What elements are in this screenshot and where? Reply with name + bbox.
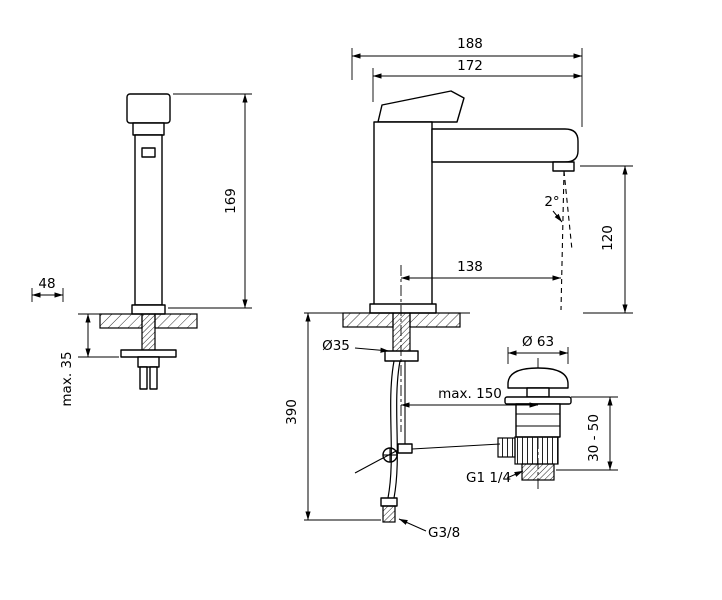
counter-section-side-right (409, 312, 461, 328)
waste-cap (507, 367, 569, 389)
front-base (131, 304, 166, 315)
water-stream-line (560, 170, 565, 311)
counter-section-side-left (342, 312, 394, 328)
dim-label-g38: G3/8 (428, 525, 460, 541)
dim-label-48: 48 (38, 276, 55, 292)
front-threaded-shank (141, 313, 156, 353)
side-base (369, 303, 437, 314)
side-lever (377, 90, 465, 123)
side-view (342, 90, 579, 523)
pop-up-rod-to-waste (411, 443, 501, 450)
side-outlet (552, 161, 575, 172)
dim-label-188: 188 (457, 36, 483, 52)
waste-flange (504, 396, 572, 405)
waste-body-nut (514, 436, 559, 465)
angle-reference-line (563, 170, 573, 251)
g38-leader (398, 518, 427, 532)
hose-connector-nut (380, 497, 398, 507)
dim-label-g114: G1 1/4 (466, 470, 511, 486)
front-stud-left (139, 366, 148, 390)
dim-label-dia35: Ø35 (322, 338, 350, 354)
dim-label-138: 138 (457, 259, 483, 275)
dim-label-172: 172 (457, 58, 483, 74)
side-threaded-shank (392, 312, 411, 354)
lift-rod-joint (397, 443, 413, 454)
front-handle (126, 93, 171, 124)
dim-label-120: 120 (600, 225, 616, 251)
front-aerator (141, 147, 156, 158)
counter-section-right (154, 313, 198, 329)
dim-label-max150: max. 150 (438, 386, 502, 402)
front-stud-right (149, 366, 158, 390)
dim-label-390: 390 (284, 399, 300, 425)
waste-inlet-nut (497, 437, 516, 458)
dim-label-dia63: Ø 63 (522, 334, 554, 350)
dim-label-30-50: 30 - 50 (586, 414, 602, 462)
front-view (99, 93, 198, 390)
front-mounting-clamp (137, 356, 160, 368)
front-mounting-flange (120, 349, 177, 358)
dimension-annotations: 188 172 169 48 max. 35 2° 120 138 Ø35 (31, 36, 633, 541)
front-neck (132, 122, 165, 136)
side-mounting-nut (384, 350, 419, 362)
dia35-leader (354, 347, 390, 353)
hose-connector-thread (382, 505, 396, 523)
dim-label-max35: max. 35 (59, 351, 75, 406)
dim-label-2deg: 2° (544, 194, 559, 210)
supply-hose-right-wall (393, 360, 401, 499)
counter-section-left (99, 313, 143, 329)
g114-leader (506, 470, 524, 479)
waste-tailpiece-thread (521, 463, 555, 481)
angle-leader (552, 210, 563, 223)
waste-cap-stem (526, 387, 550, 398)
side-spout (431, 128, 579, 163)
waste-upper-body (515, 403, 561, 438)
dim-label-169: 169 (223, 188, 239, 214)
front-body (134, 134, 163, 306)
supply-hose-left-wall (387, 360, 395, 499)
side-body (373, 121, 433, 313)
